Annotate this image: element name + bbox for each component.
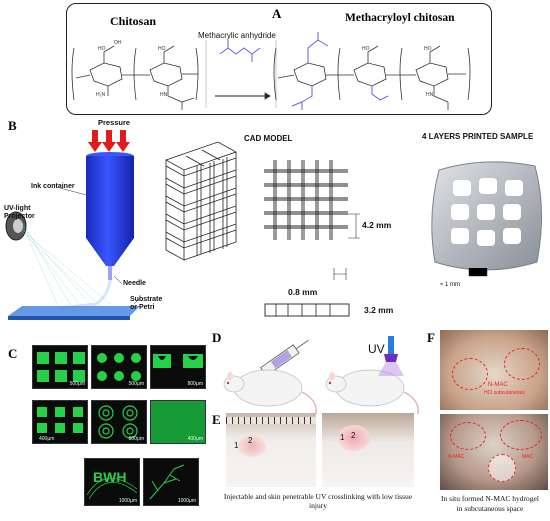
gel-region-bottom-mid [488, 454, 516, 482]
subcutaneous-photo-bottom: N-MAC MAC [440, 414, 548, 490]
needle-label: Needle [123, 280, 146, 287]
gel-region-right [504, 348, 540, 380]
rat-photo-right: 1 2 [322, 413, 414, 487]
isometric-lattice [165, 141, 237, 261]
gel-region-left [452, 358, 488, 390]
pressure-label: Pressure [98, 118, 131, 127]
micrograph-tree-pattern: 1000μm [143, 458, 199, 506]
injection-site-right [338, 425, 370, 451]
cad-grid [264, 160, 348, 240]
svg-text:OH: OH [114, 40, 122, 46]
scale-bar-1: 500μm [69, 381, 85, 387]
scale-bar-5: 800μm [128, 436, 144, 442]
panel-a-label: A [272, 6, 282, 21]
annotation-n-mac-top: N-MAC [488, 382, 508, 388]
micrograph-crosses: 400μm [32, 400, 88, 444]
scale-bar-8: 1000μm [177, 498, 196, 504]
injection-site-left [238, 435, 266, 457]
methacryloyl-chitosan-title: Methacryloyl chitosan [345, 12, 455, 24]
panel-a [66, 3, 492, 115]
panel-d-label: D [212, 330, 222, 345]
micrograph-rings: 800μm [91, 400, 147, 444]
micrograph-circles: 500μm [91, 345, 147, 389]
uv-label: UV [368, 342, 385, 356]
svg-text:HO: HO [158, 46, 166, 52]
panel-c-label: C [8, 346, 18, 361]
panel-f-label: F [427, 330, 435, 345]
dimension-lines [333, 213, 360, 280]
gel-region-bottom-right [500, 420, 542, 450]
mark-1-right: 1 [340, 433, 345, 442]
micrograph-uniform: 400μm [150, 400, 206, 444]
subcutaneous-photo-top: N-MAC HCl subcutaneous [440, 330, 548, 410]
printed-sample-photo [431, 161, 542, 277]
mark-1-left: 1 [234, 441, 239, 450]
svg-text:HO: HO [98, 46, 106, 52]
micrograph-cups: 800μm [150, 345, 206, 389]
bioprinter-diagram [5, 130, 141, 320]
svg-text:HN: HN [426, 92, 434, 98]
chitosan-title: Chitosan [110, 14, 157, 28]
rat-photo-left: 1 2 [226, 413, 316, 487]
svg-text:HO: HO [362, 46, 370, 52]
panel-e-caption: Injectable and skin penetrable UV crossl… [223, 492, 413, 510]
annotation-n-mac-bottom: N-MAC [448, 454, 465, 460]
dim-4-2mm: 4.2 mm [362, 220, 392, 230]
uv-projector-label: UV-light Projector [4, 205, 35, 220]
dim-0-8mm: 0.8 mm [288, 287, 318, 297]
panel-f-caption-2: in subcutaneous space [456, 504, 524, 513]
mark-2-left: 2 [248, 436, 253, 445]
micrograph-squares: 500μm [32, 345, 88, 389]
dim-3-2mm: 3.2 mm [364, 305, 394, 315]
ink-container-label: Ink container [31, 183, 75, 190]
annotation-hcl: HCl subcutaneous [484, 390, 525, 396]
rat-injection-illustration [223, 336, 419, 415]
substrate-label: Substrate or Petri [130, 296, 163, 311]
gel-region-bottom-left [450, 422, 486, 450]
reagent-label: Methacrylic anhydride [198, 31, 276, 40]
bwh-logo-text: BWH [93, 469, 127, 485]
panel-e-label: E [212, 412, 221, 427]
micrograph-bwh-logo: BWH 1000μm [84, 458, 140, 506]
panel-f-caption-1: In situ formed N-MAC hydrogel [441, 494, 539, 503]
svg-text:HO: HO [424, 46, 432, 52]
printed-sample-title: 4 LAYERS PRINTED SAMPLE [422, 132, 534, 141]
svg-text:HN: HN [160, 92, 168, 98]
scale-bar-7: 1000μm [118, 498, 137, 504]
dim-1mm: ≈ 1 mm [440, 282, 460, 288]
scale-bar-4: 400μm [39, 436, 55, 442]
chemical-structures: HO OH HO H₂N HN HO HO HN [71, 32, 471, 110]
cad-model-title: CAD MODEL [244, 134, 293, 143]
ruler [226, 417, 316, 424]
scale-bar-2: 500μm [128, 381, 144, 387]
side-profile-bar [264, 303, 350, 317]
annotation-mac: MAC [522, 454, 534, 460]
panel-b-label: B [8, 118, 17, 133]
scale-bar-6: 400μm [187, 436, 203, 442]
svg-text:H₂N: H₂N [96, 92, 106, 98]
mark-2-right: 2 [351, 431, 356, 440]
scale-bar-3: 800μm [187, 381, 203, 387]
